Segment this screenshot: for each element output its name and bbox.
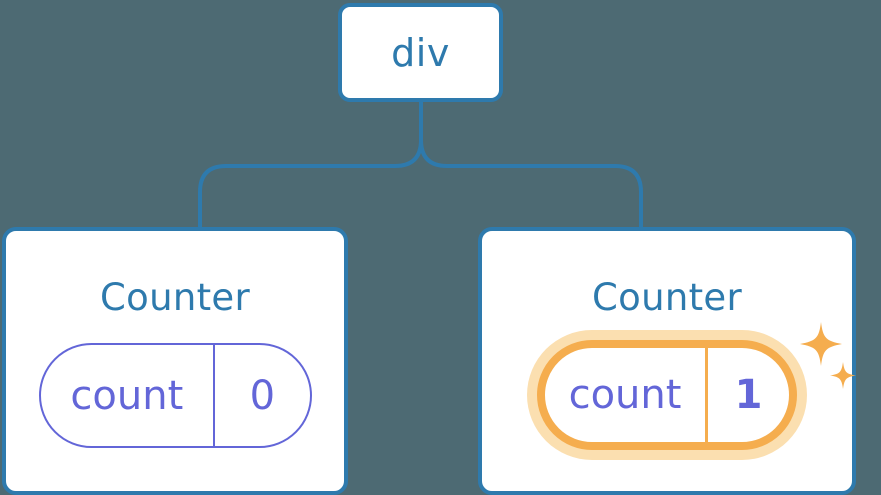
state-pill-right[interactable]: count 1 (537, 340, 797, 450)
node-counter-right[interactable]: Counter count 1 (478, 227, 856, 495)
state-key-right: count (568, 372, 682, 418)
state-pill-left[interactable]: count 0 (38, 343, 312, 448)
connector-right (419, 100, 643, 229)
node-counter-right-title: Counter (592, 276, 742, 319)
state-value-left: 0 (213, 345, 309, 446)
state-key-left: count (70, 372, 184, 419)
node-counter-left-title: Counter (100, 276, 250, 319)
node-div-label: div (391, 30, 450, 75)
state-value-right: 1 (705, 348, 789, 442)
state-pill-right-wrapper: count 1 (527, 330, 807, 460)
connector-left (198, 100, 423, 229)
node-counter-left[interactable]: Counter count 0 (2, 227, 348, 495)
node-div[interactable]: div (338, 3, 503, 102)
state-pill-left-wrapper: count 0 (38, 343, 312, 448)
state-value-right-text: 1 (734, 372, 763, 418)
